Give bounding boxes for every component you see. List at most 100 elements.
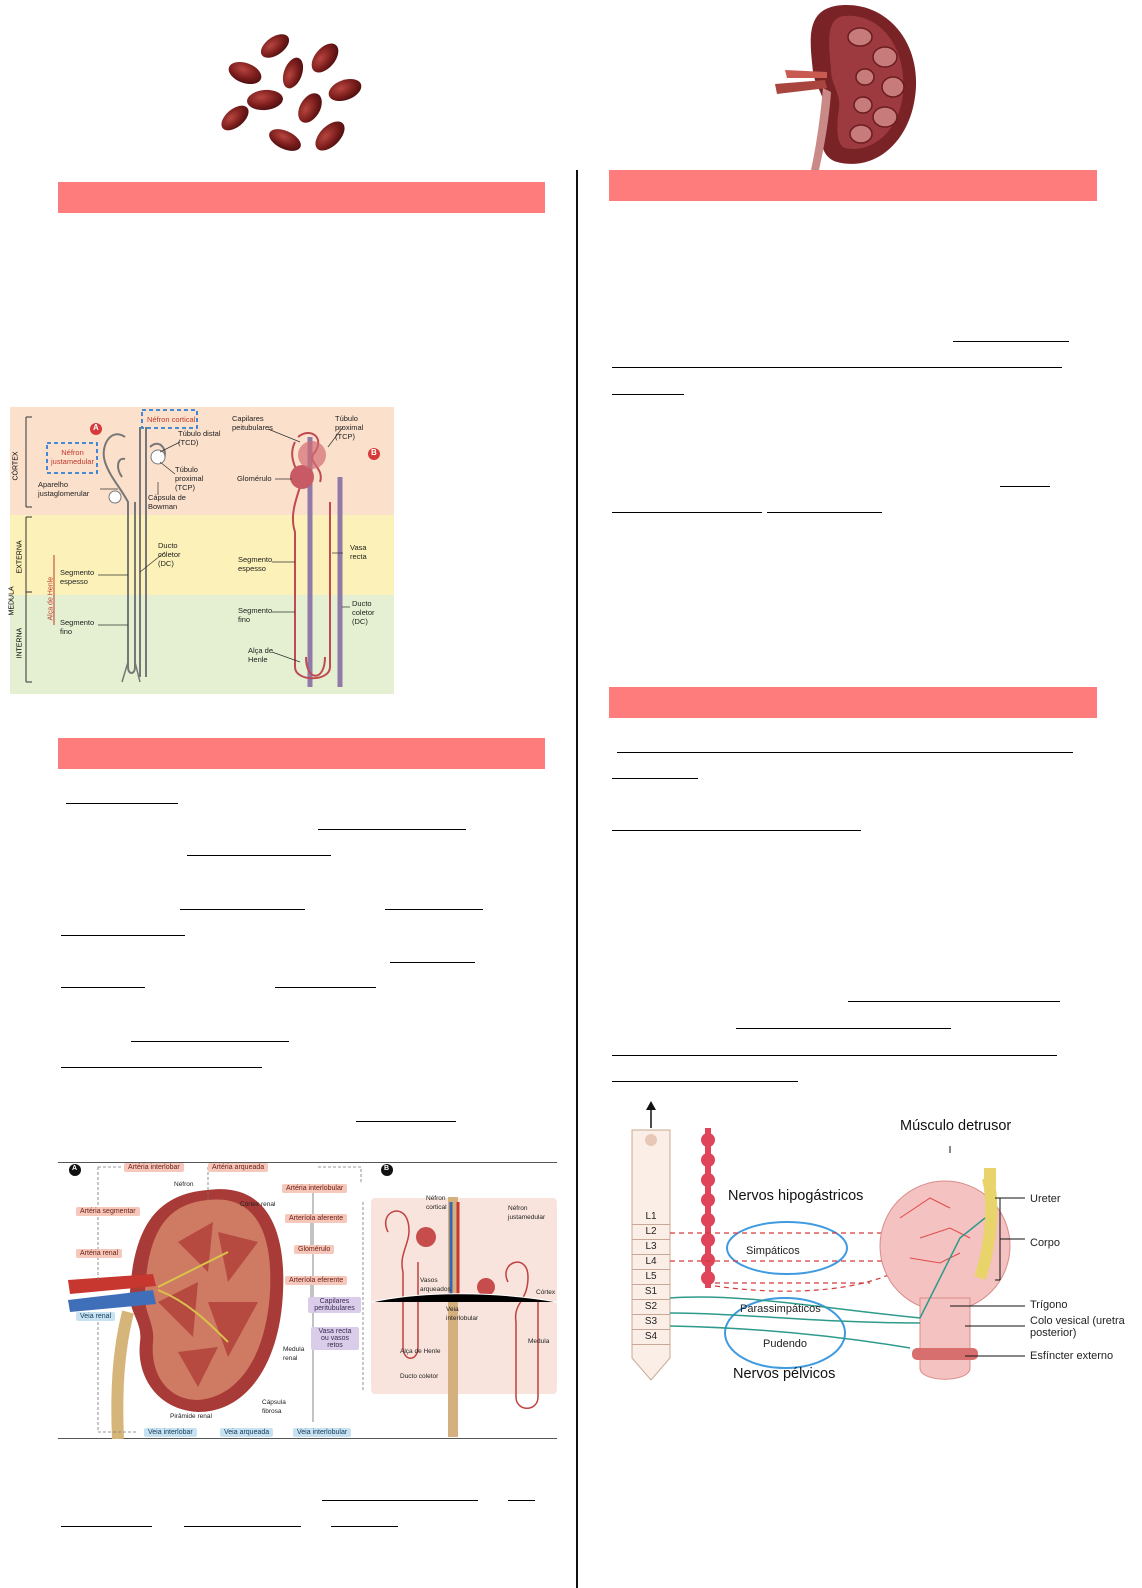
vasa-recta-label: Vasa recta	[350, 543, 367, 561]
vertebra-label: S1	[632, 1285, 670, 1300]
underline	[612, 367, 1062, 368]
veia-interlobular-b-label: Veia interlobular	[446, 1306, 479, 1322]
underline	[184, 1526, 301, 1527]
alca-henle-b-label: Alça de Henle	[248, 646, 274, 664]
tubulo-proximal-label: Túbulo proximal (TCP)	[175, 465, 204, 492]
vertebra-label: L1	[632, 1210, 670, 1225]
tubulo-distal-label: Túbulo distal (TCD)	[178, 429, 221, 447]
beans-image	[205, 18, 380, 168]
tubulo-proximal-b-label: Túbulo proximal (TCP)	[335, 414, 364, 441]
segmento-espesso-b-label: Segmento espesso	[238, 555, 273, 573]
segmento-fino-b-label: Segmento fino	[238, 606, 273, 624]
underline	[736, 1028, 951, 1029]
section-bar-left-1	[58, 182, 545, 213]
medula-renal-label: Medula renal	[283, 1346, 305, 1362]
kidney-circulation-figure: A B Artéria interlobar Artéria arqueada …	[58, 1162, 557, 1439]
arteria-segmentar-tag: Artéria segmentar	[76, 1207, 140, 1216]
underline	[953, 341, 1069, 342]
underline	[612, 778, 698, 779]
glomerulo-label: Glomérulo	[237, 474, 272, 483]
veia-interlobular-tag: Veia interlobular	[293, 1428, 352, 1437]
section-bar-right-2	[609, 687, 1097, 718]
underline	[848, 1001, 1060, 1002]
nefron-justamedular-b-label: Néfron justamedular	[508, 1205, 546, 1221]
underline	[1000, 486, 1050, 487]
alca-henle-b-label: Alça de Henle	[400, 1348, 441, 1355]
medula-b-label: Medula	[528, 1338, 550, 1345]
vertebra-label: L5	[632, 1270, 670, 1285]
underline	[612, 1055, 1057, 1056]
marker-b: B	[371, 448, 377, 457]
capilares-peritubulares-tag: Capilares peritubulares	[308, 1297, 361, 1313]
underline	[612, 1081, 798, 1082]
nephron-figure: CÓRTEX EXTERNA MEDULA INTERNA Alça de He…	[8, 407, 394, 694]
parassimpaticos-label: Parassimpáticos	[740, 1303, 821, 1315]
nefron-justamedular-label: Néfron justamedular	[51, 448, 94, 466]
underline	[508, 1500, 535, 1501]
colo-vesical-label: Colo vesical (uretra posterior)	[1030, 1315, 1125, 1339]
piramide-renal-label: Pirâmide renal	[170, 1413, 212, 1420]
vasos-arqueados-label: Vasos arqueados	[420, 1277, 451, 1293]
segmento-fino-a-label: Segmento fino	[60, 618, 95, 636]
kidney-image	[765, 2, 925, 170]
veia-interlobar-tag: Veia interlobar	[144, 1428, 197, 1437]
simpaticos-label: Simpáticos	[746, 1245, 800, 1257]
capilares-peritubulares-label: Capilares peitubulares	[232, 414, 273, 432]
ureter-label: Ureter	[1030, 1193, 1061, 1205]
alca-henle-vertical: Alça de Henle	[47, 576, 55, 621]
underline	[612, 830, 861, 831]
underline	[617, 752, 1073, 753]
underline	[356, 1121, 456, 1122]
cortex-b-label: Córtex	[536, 1289, 556, 1296]
underline	[767, 512, 882, 513]
vertebra-label: S4	[632, 1330, 670, 1345]
underline	[61, 1526, 152, 1527]
corpo-label: Corpo	[1030, 1237, 1060, 1249]
underline	[385, 909, 483, 910]
underline	[61, 987, 145, 988]
arteriola-aferente-tag: Arteríola aferente	[285, 1214, 348, 1223]
underline	[612, 512, 762, 513]
ducto-coletor-a-label: Ducto coletor (DC)	[158, 541, 181, 568]
veia-renal-tag: Veia renal	[76, 1312, 116, 1321]
pudendo-label: Pudendo	[763, 1338, 808, 1350]
arteria-interlobar-tag: Artéria interlobar	[124, 1163, 184, 1172]
vertebra-label: L2	[632, 1225, 670, 1240]
underline	[318, 829, 466, 830]
interna-label: INTERNA	[16, 627, 24, 659]
marker-a: A	[72, 1165, 78, 1172]
esfincter-externo-label: Esfíncter externo	[1030, 1350, 1114, 1362]
underline	[180, 909, 305, 910]
cortex-label: CÓRTEX	[12, 451, 20, 481]
underline	[612, 394, 684, 395]
underline	[322, 1500, 478, 1501]
arteria-arqueada-tag: Artéria arqueada	[208, 1163, 269, 1172]
glomerulo-tag: Glomérulo	[294, 1245, 335, 1254]
underline	[187, 855, 331, 856]
underline	[131, 1041, 289, 1042]
underline	[66, 803, 178, 804]
capsula-fibrosa-label: Cápsula fibrosa	[262, 1399, 286, 1415]
musculo-detrusor-label: Músculo detrusor	[900, 1118, 1012, 1134]
externa-label: EXTERNA	[16, 540, 24, 574]
nefron-cortical-b-label: Néfron cortical	[426, 1195, 447, 1211]
ducto-coletor-b-label: Ducto coletor (DC)	[352, 599, 375, 626]
vertebra-label: S3	[632, 1315, 670, 1330]
nervos-hipogastricos-label: Nervos hipogástricos	[728, 1188, 864, 1204]
nefron-cortical-label: Néfron cortical	[147, 415, 196, 424]
arteria-renal-tag: Artéria renal	[76, 1249, 123, 1258]
arteria-interlobular-tag: Artéria interlobular	[282, 1184, 348, 1193]
vertebra-label: L3	[632, 1240, 670, 1255]
trigono-label: Trígono	[1030, 1299, 1068, 1311]
capsula-bowman-label: Cápsula de Bowman	[148, 493, 186, 511]
medula-label: MEDULA	[8, 586, 16, 616]
underline	[275, 987, 376, 988]
marker-b: B	[384, 1165, 390, 1172]
vertebra-label: S2	[632, 1300, 670, 1315]
aparelho-justaglomerular-label: Aparelho justaglomerular	[38, 480, 90, 498]
marker-a: A	[93, 423, 99, 432]
segmento-espesso-a-label: Segmento espesso	[60, 568, 95, 586]
section-bar-left-2	[58, 738, 545, 769]
